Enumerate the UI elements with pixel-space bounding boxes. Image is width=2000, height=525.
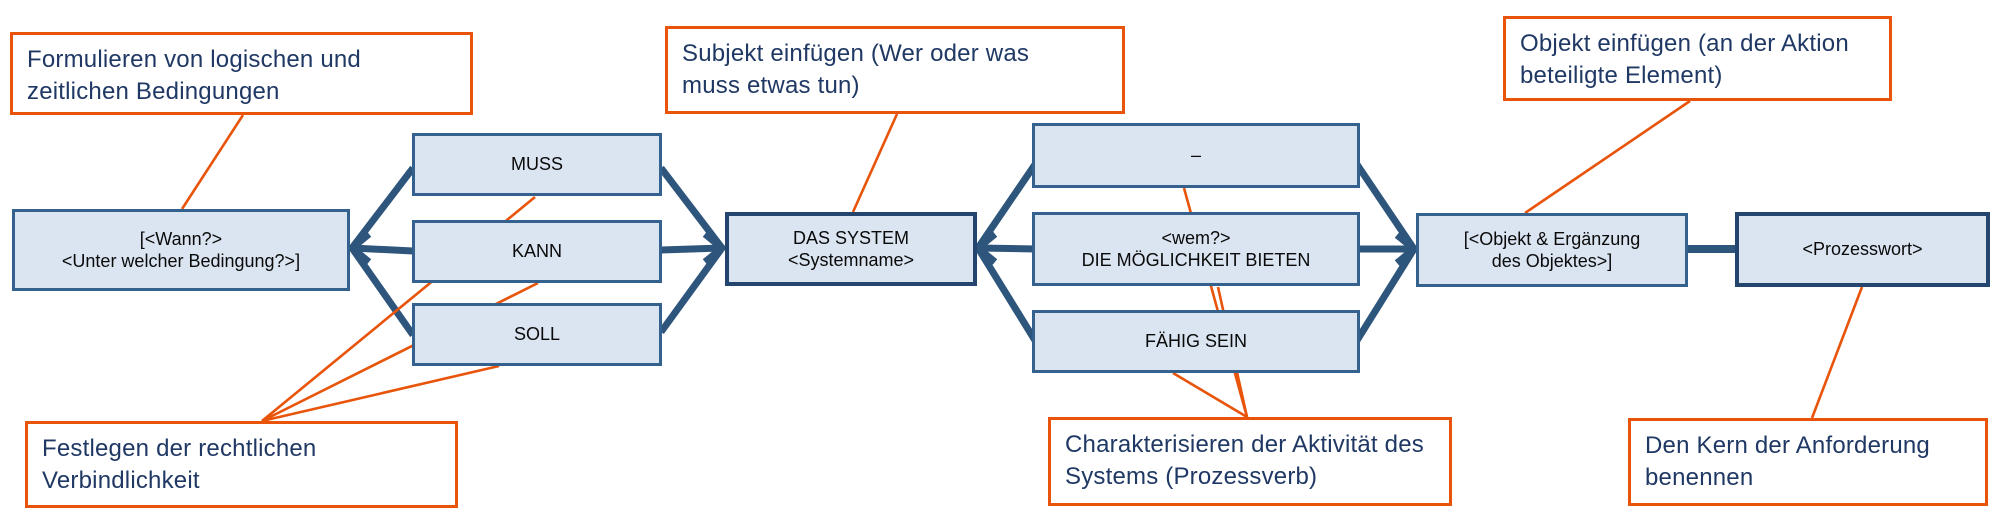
annotation-objekt-line2: beteiligte Element) xyxy=(1520,62,1723,90)
soll-label: SOLL xyxy=(513,324,561,345)
connector-muss-to-condition xyxy=(349,165,416,251)
connector-dash-to-objekt xyxy=(1353,161,1417,251)
template-box-moeglichkeit: <wem?> DIE MÖGLICHKEIT BIETEN xyxy=(1032,212,1360,286)
annotation-subjekt-line2: muss etwas tun) xyxy=(682,72,860,100)
annotation-bedingungen-line1: Formulieren von logischen und xyxy=(27,46,361,73)
template-box-soll: SOLL xyxy=(412,303,662,366)
annotation-aktivitaet-line2: Systems (Prozessverb) xyxy=(1065,463,1318,491)
blue-connectors xyxy=(346,161,1737,344)
annotation-aktivitaet: Charakterisieren der Aktivität des Syste… xyxy=(1048,417,1452,506)
system-label-line2: <Systemname> xyxy=(787,250,915,270)
template-box-faehig: FÄHIG SEIN xyxy=(1032,310,1360,373)
condition-label-line2: <Unter welcher Bedingung?>] xyxy=(61,251,301,271)
template-box-condition: [<Wann?> <Unter welcher Bedingung?>] xyxy=(12,209,350,291)
annotation-aktivitaet-line1: Charakterisieren der Aktivität des xyxy=(1065,431,1424,458)
annotation-kern-line1: Den Kern der Anforderung xyxy=(1645,432,1930,459)
line-prozesswort-to-kern xyxy=(1810,286,1864,419)
connector-muss-to-system xyxy=(658,165,725,251)
connector-kann-to-condition xyxy=(351,244,414,255)
template-box-objekt: [<Objekt & Ergänzung des Objektes>] xyxy=(1416,213,1688,287)
template-box-kann: KANN xyxy=(412,220,662,283)
connector-dash-to-system xyxy=(975,161,1039,250)
template-box-system: DAS SYSTEM <Systemname> xyxy=(725,212,977,286)
line-objekt-annotation-to-objekt xyxy=(1524,99,1691,215)
objekt-label-line2: des Objektes>] xyxy=(1491,251,1613,271)
template-box-prozesswort: <Prozesswort> xyxy=(1735,212,1990,287)
prozesswort-label: <Prozesswort> xyxy=(1802,239,1923,260)
annotation-objekt: Objekt einfügen (an der Aktion beteiligt… xyxy=(1503,16,1892,101)
annotation-kern-line2: benennen xyxy=(1645,464,1754,492)
annotation-subjekt: Subjekt einfügen (Wer oder was muss etwa… xyxy=(665,26,1125,114)
kann-label: KANN xyxy=(511,241,562,262)
connector-moeglichkeit-to-system xyxy=(977,244,1037,253)
annotation-bedingungen-line2: zeitlichen Bedingungen xyxy=(27,78,280,106)
line-bedingungen-to-condition xyxy=(180,114,245,210)
annotation-verbindlichkeit: Festlegen der rechtlichen Verbindlichkei… xyxy=(25,421,458,508)
connector-soll-to-condition xyxy=(349,245,416,338)
template-box-muss: MUSS xyxy=(412,133,662,196)
condition-label-line1: [<Wann?> xyxy=(139,228,223,249)
line-verbindlichkeit-to-soll xyxy=(261,364,500,423)
template-box-dash: – xyxy=(1032,123,1360,188)
annotation-subjekt-line1: Subjekt einfügen (Wer oder was xyxy=(682,40,1030,67)
arrowhead-left-system xyxy=(972,231,998,265)
moeglichkeit-label-line2: DIE MÖGLICHKEIT BIETEN xyxy=(1081,250,1311,270)
arrowhead-left-condition xyxy=(346,231,372,265)
annotation-kern: Den Kern der Anforderung benennen xyxy=(1628,418,1988,506)
system-label-line1: DAS SYSTEM xyxy=(792,227,910,248)
connector-faehig-to-system xyxy=(975,246,1039,344)
dash-label: – xyxy=(1190,145,1201,166)
annotation-objekt-line1: Objekt einfügen (an der Aktion xyxy=(1520,30,1849,57)
line-subjekt-to-system xyxy=(851,113,899,213)
line-aktivitaet-to-faehig xyxy=(1172,371,1248,419)
arrowhead-right-objekt xyxy=(1394,232,1420,266)
annotation-verbindlichkeit-line1: Festlegen der rechtlichen xyxy=(42,435,317,462)
arrowhead-right-system xyxy=(702,231,728,265)
annotation-verbindlichkeit-line2: Verbindlichkeit xyxy=(42,467,200,495)
annotation-bedingungen: Formulieren von logischen und zeitlichen… xyxy=(10,32,473,115)
connector-soll-to-system xyxy=(658,245,725,335)
objekt-label-line1: [<Objekt & Ergänzung xyxy=(1463,228,1641,249)
connector-faehig-to-objekt xyxy=(1353,247,1417,344)
connector-kann-to-system xyxy=(660,244,723,254)
moeglichkeit-label-line1: <wem?> xyxy=(1161,227,1231,248)
faehig-label: FÄHIG SEIN xyxy=(1144,331,1247,352)
muss-label: MUSS xyxy=(510,154,563,175)
